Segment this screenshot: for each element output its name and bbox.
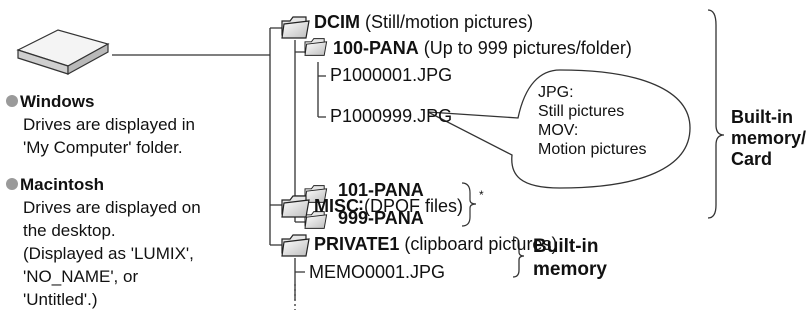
folder-private: PRIVATE1 (clipboard pictures) xyxy=(314,234,557,255)
folder-misc-desc: (DPOF files) xyxy=(364,196,464,216)
windows-line-1: Drives are displayed in xyxy=(23,115,195,134)
folder-dcim-desc: (Still/motion pictures) xyxy=(365,12,534,32)
card-brace xyxy=(707,9,725,219)
folder-private-name: PRIVATE1 xyxy=(314,234,400,254)
memory-brace xyxy=(512,236,525,278)
folder-101-pana: 101-PANA xyxy=(338,180,424,200)
folder-100-pana-desc: (Up to 999 pictures/folder) xyxy=(423,38,632,58)
folder-100-pana: 100-PANA (Up to 999 pictures/folder) xyxy=(333,38,632,59)
dcim-trunk xyxy=(294,40,305,223)
callout-line-1: JPG: xyxy=(538,84,574,101)
mac-heading: Macintosh xyxy=(6,175,104,195)
folder-999-pana: 999-PANA xyxy=(338,208,424,228)
file-last: P1000999.JPG xyxy=(330,106,453,126)
folder-misc-icon xyxy=(281,195,310,218)
mac-line-4: 'NO_NAME', or xyxy=(23,267,139,286)
callout-line-2: Still pictures xyxy=(538,103,625,120)
label-builtin-card: Built-in memory/ Card xyxy=(731,107,807,169)
bullet-icon xyxy=(6,95,18,107)
folder-private-icon xyxy=(281,234,310,257)
bullet-icon xyxy=(6,178,18,190)
mac-line-3: (Displayed as 'LUMIX', xyxy=(23,244,194,263)
pana-range-brace xyxy=(461,182,477,227)
mac-line-5: 'Untitled'.) xyxy=(23,290,98,309)
file-memo: MEMO0001.JPG xyxy=(309,262,446,282)
folder-dcim: DCIM (Still/motion pictures) xyxy=(314,12,533,33)
callout-line-3: MOV: xyxy=(538,122,579,139)
mac-line-2: the desktop. xyxy=(23,221,116,240)
windows-heading: Windows xyxy=(6,92,94,112)
windows-line-2: 'My Computer' folder. xyxy=(23,138,183,157)
folder-range-asterisk: * xyxy=(479,188,484,202)
callout-text: JPG: Still pictures MOV: Motion pictures xyxy=(538,83,647,159)
card-drive-icon xyxy=(16,29,110,76)
folder-private-desc: (clipboard pictures) xyxy=(404,234,558,254)
pana100-trunk xyxy=(317,62,326,118)
folder-misc: MISC (DPOF files) xyxy=(314,196,463,217)
callout-line-4: Motion pictures xyxy=(538,141,647,158)
folder-misc-name: MISC xyxy=(314,196,359,216)
folder-dcim-icon xyxy=(281,16,310,39)
label-builtin-memory: Built-in memory xyxy=(533,236,607,280)
folder-dcim-name: DCIM xyxy=(314,12,360,32)
folder-range-dots: : xyxy=(358,194,364,214)
file-type-callout xyxy=(427,69,691,189)
mac-line-1: Drives are displayed on xyxy=(23,198,201,217)
folder-100-pana-icon xyxy=(304,38,328,56)
folder-100-pana-name: 100-PANA xyxy=(333,38,419,58)
file-first: P1000001.JPG xyxy=(330,65,453,85)
